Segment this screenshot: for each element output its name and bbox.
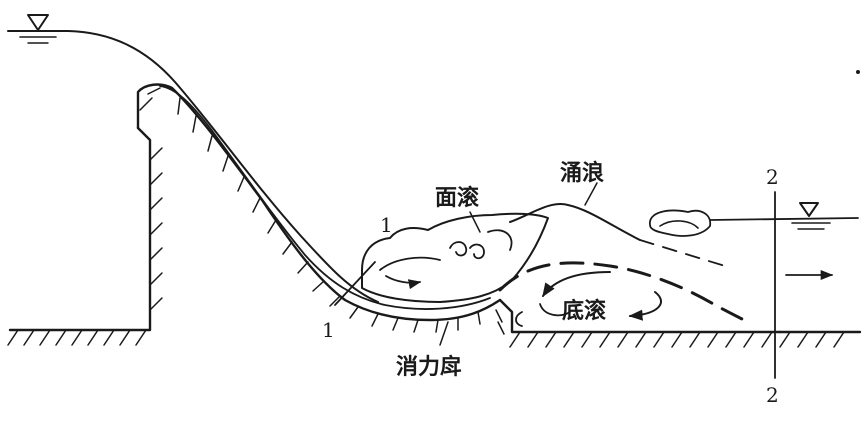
surface-roller-outline — [361, 212, 549, 303]
section-2-bottom-label: 2 — [766, 383, 779, 407]
downstream-foam — [649, 209, 712, 237]
spillway-crest-outline — [136, 83, 502, 322]
stilling-sill-leader — [439, 321, 449, 346]
downstream-water-surface — [709, 217, 859, 221]
section-line-1 — [334, 261, 376, 306]
upstream-water-level-icon — [7, 14, 69, 44]
downstream-ground-hatching — [509, 331, 845, 348]
surface-roller-curl — [449, 241, 468, 257]
upstream-ground-hatching — [7, 329, 147, 346]
surface-roller-curve — [487, 229, 513, 251]
surge-wave-label: 涌浪 — [560, 160, 604, 186]
section-1-top-label: 1 — [380, 213, 393, 237]
downstream-water-level-icon — [791, 202, 831, 230]
section-2-top-label: 2 — [766, 165, 779, 189]
upstream-water-surface — [67, 30, 379, 303]
bottom-roller-arrow-upper — [542, 271, 611, 298]
downstream-foam-swirl — [659, 220, 699, 229]
surface-roller-label: 面滚 — [435, 185, 480, 211]
speck — [856, 70, 860, 74]
surface-roller-arrow — [385, 275, 422, 290]
bottom-roller-dashed-line — [498, 261, 750, 324]
surge-wave-surface — [509, 203, 641, 241]
section-1-bottom-label: 1 — [322, 318, 335, 342]
surface-roller-leader — [469, 211, 481, 233]
bucket-lip-hatching — [495, 309, 505, 335]
surge-wave-tail — [639, 239, 726, 267]
bottom-roller-label: 底滚 — [562, 298, 607, 324]
stilling-sill-label: 消力戽 — [396, 354, 462, 380]
spillway-body-hatching — [139, 87, 163, 311]
spillway-face-hatching — [177, 97, 481, 333]
surface-roller-swirl — [379, 256, 441, 271]
bucket-lip-curl — [515, 311, 523, 327]
bottom-roller-arrow-lower — [628, 291, 662, 321]
bottom-roller-inner-curl — [539, 303, 571, 317]
surface-roller-curl-2 — [469, 243, 485, 260]
spillway-upstream-face — [8, 126, 152, 332]
jet-inner-line — [159, 85, 491, 310]
surge-wave-leader — [584, 182, 598, 206]
